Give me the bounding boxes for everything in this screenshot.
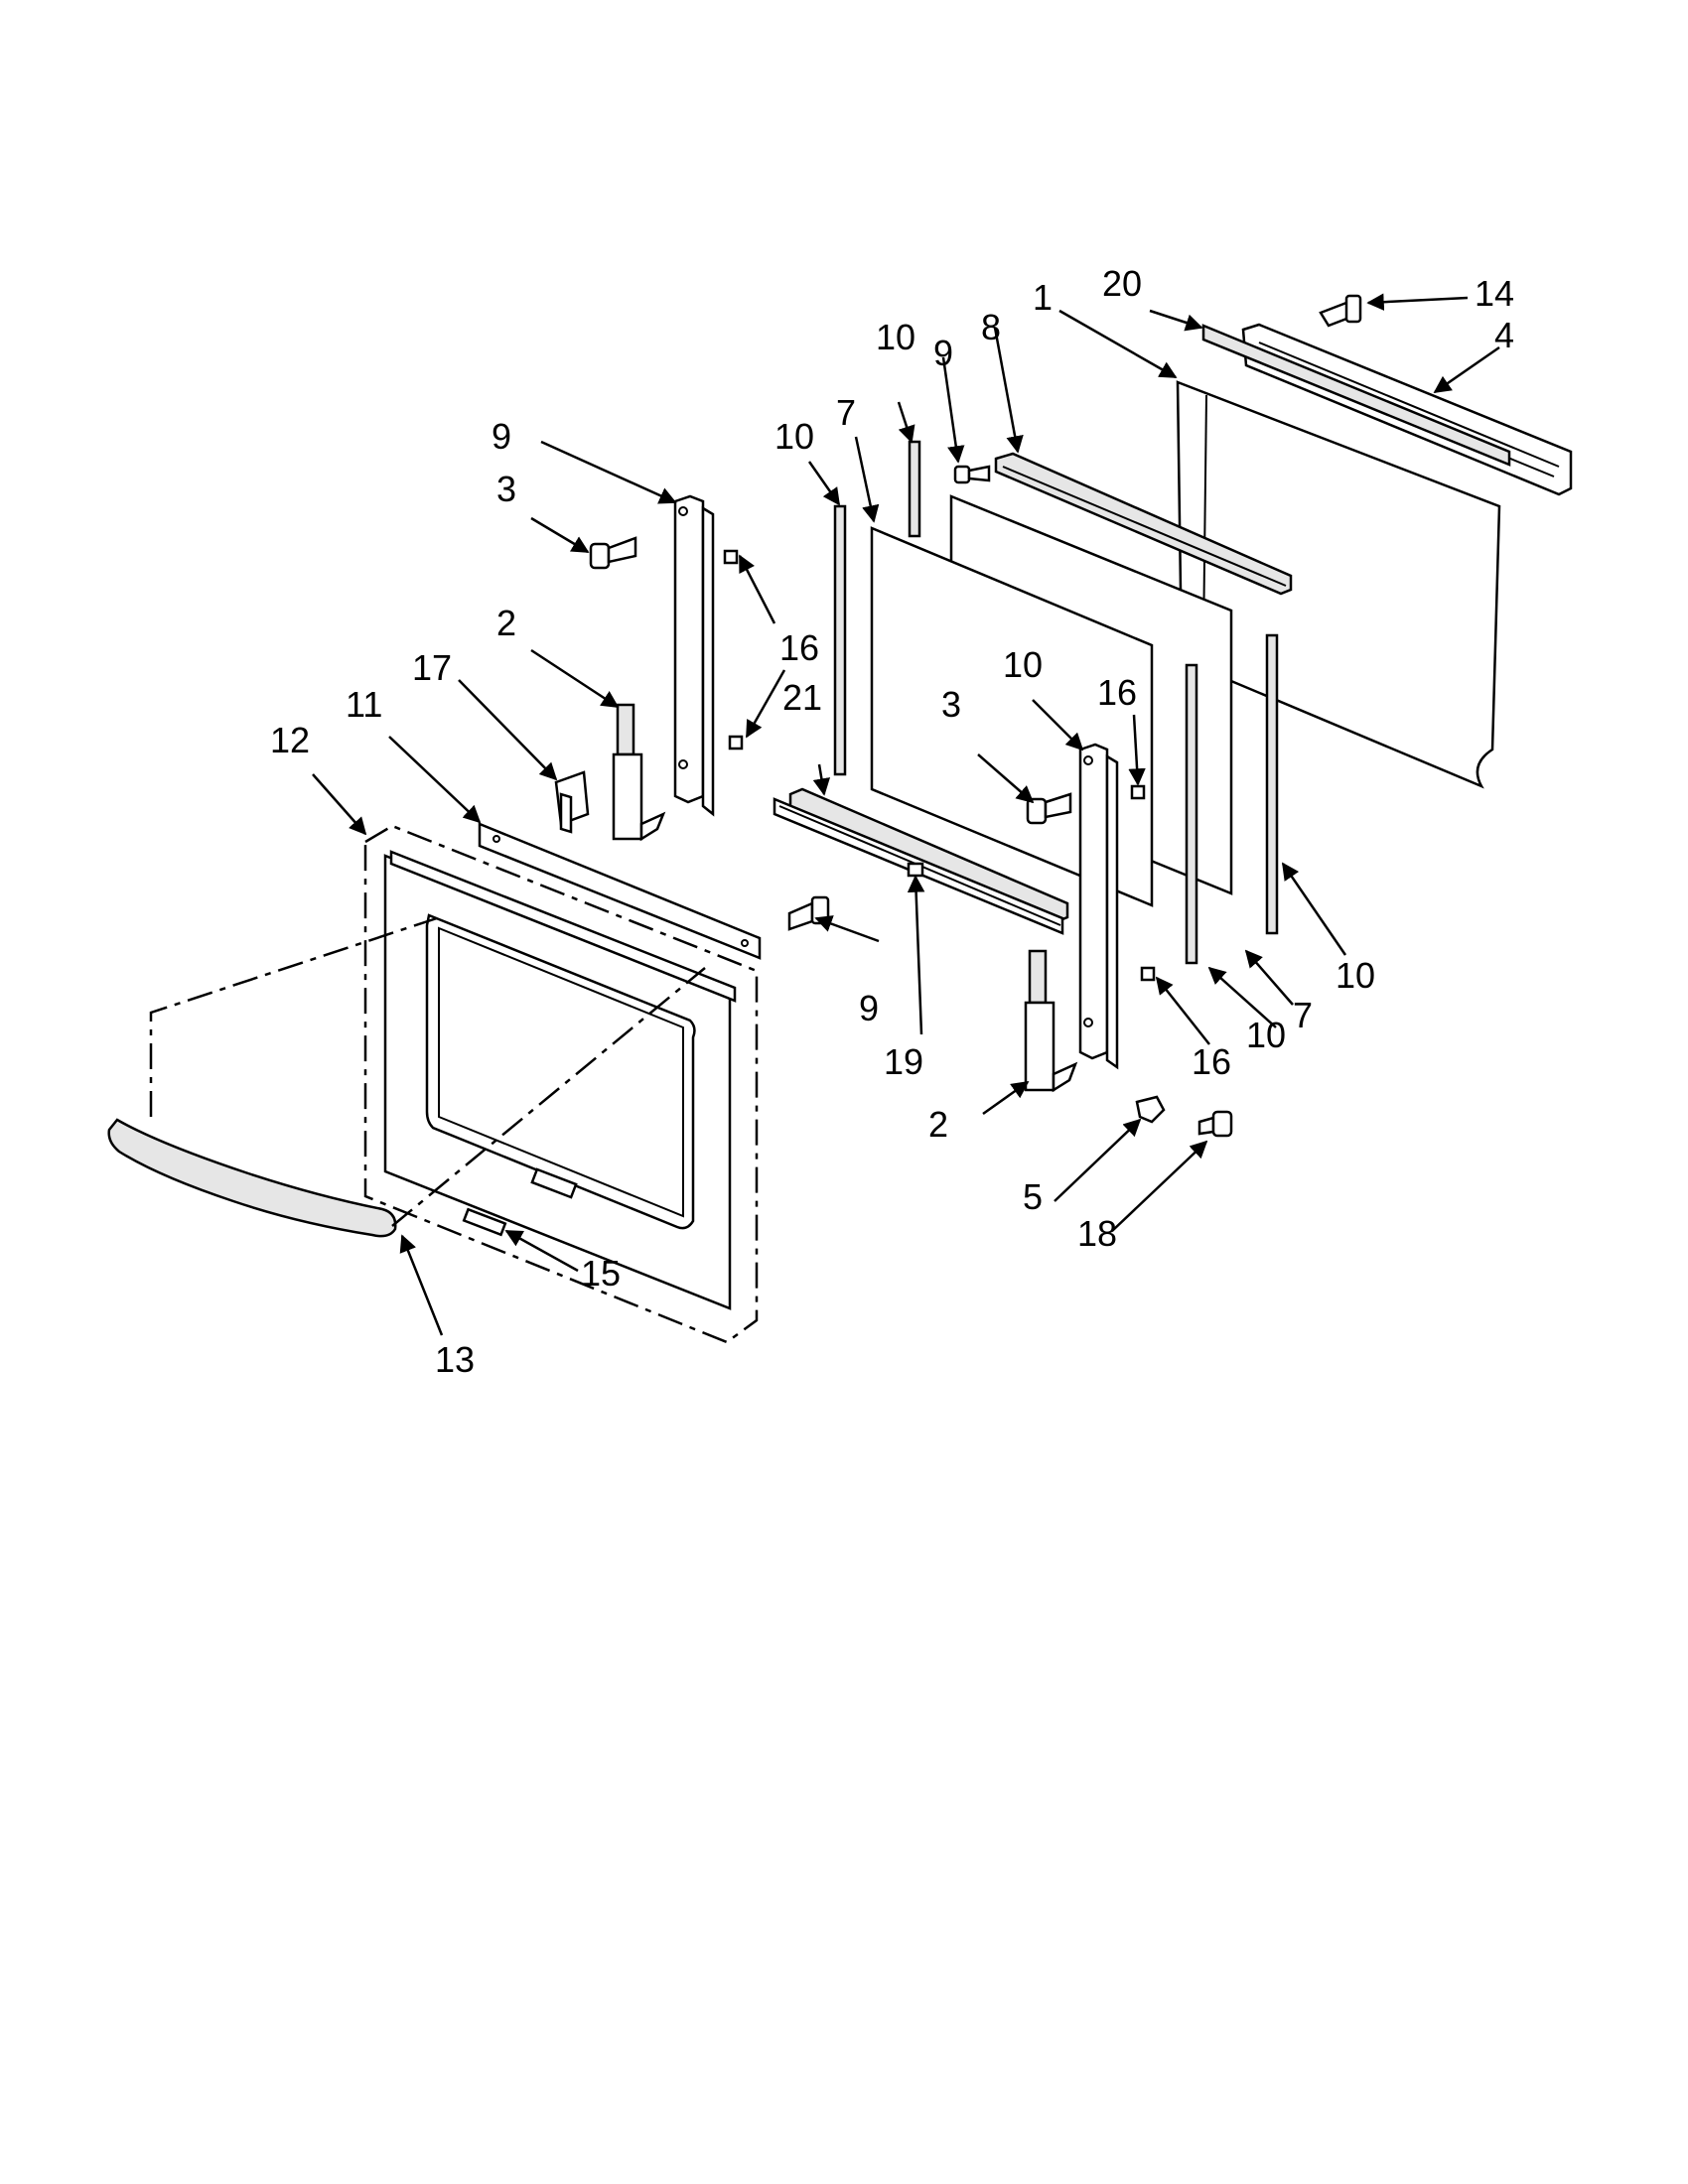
spacer-part-19 (907, 862, 924, 878)
handle-mount-line-left (149, 916, 438, 1117)
callout-16-left: 16 (779, 627, 819, 668)
hinge-receiver-part-9-left (673, 494, 715, 817)
leader-lines (312, 293, 1500, 1336)
callout-7-right: 7 (1293, 995, 1313, 1035)
callout-1: 1 (1033, 277, 1053, 318)
callout-8-top: 9 (933, 333, 953, 373)
clip-part-16-right-lower (1140, 966, 1156, 982)
top-glass-bracket-part-6 (994, 452, 1293, 596)
latch-part-5 (1135, 1095, 1166, 1124)
hinge-part-2-left (612, 703, 666, 842)
screw-part-8-top (953, 465, 991, 484)
hinge-receiver-part-9-right (1078, 743, 1119, 1070)
callout-10-right-bottom: 10 (1246, 1015, 1286, 1055)
callout-16-right-top: 16 (1097, 672, 1137, 713)
door-assembly-outline (363, 824, 759, 1344)
callout-12: 12 (270, 720, 310, 760)
callouts: 1 20 14 4 8 9 10 7 10 9 3 16 21 2 17 11 … (270, 263, 1514, 1380)
callout-17: 17 (412, 647, 452, 688)
screw-part-8-bottom (787, 895, 830, 931)
callout-3-right: 3 (941, 684, 961, 725)
clip-part-16-left-upper (723, 549, 739, 565)
gasket-strip-part-10-a (833, 504, 847, 776)
door-handle-part-13 (107, 1118, 397, 1238)
callout-10-left: 10 (774, 416, 814, 457)
callout-2-left: 2 (496, 603, 516, 643)
gasket-strip-part-10-d (1265, 633, 1279, 935)
callout-7-top: 7 (836, 392, 856, 433)
callout-6: 8 (981, 307, 1001, 347)
screw-part-3-left (589, 536, 637, 570)
callout-9-right: 10 (1003, 644, 1043, 685)
callout-20: 20 (1102, 263, 1142, 304)
callout-19: 19 (884, 1041, 923, 1082)
callout-11: 11 (346, 684, 382, 725)
gasket-strip-part-10-c (1185, 663, 1198, 965)
badge-part-15 (462, 1207, 507, 1237)
callout-3-left: 3 (496, 469, 516, 509)
clip-part-16-right-upper (1130, 784, 1146, 800)
callout-9-left: 9 (492, 416, 511, 457)
callout-4: 4 (1494, 315, 1514, 355)
callout-5: 5 (1023, 1176, 1043, 1217)
door-strip-part-11 (478, 822, 762, 960)
callout-8-bottom: 9 (859, 988, 879, 1028)
handle-mount-line-right (391, 967, 706, 1227)
callout-15: 15 (581, 1253, 621, 1294)
gasket-strip-part-10-b (908, 440, 921, 538)
callout-10-top: 10 (876, 317, 915, 357)
screw-part-18 (1197, 1110, 1233, 1138)
screw-part-3-right (1026, 792, 1072, 825)
callout-16-right-bottom: 16 (1192, 1041, 1231, 1082)
bracket-part-17 (554, 770, 590, 834)
door-outer-panel-part-12 (383, 850, 737, 1310)
clip-part-16-left-lower (728, 735, 744, 751)
callout-14: 14 (1475, 273, 1514, 314)
hinge-part-2-right (1024, 949, 1078, 1093)
callout-10-right: 10 (1336, 955, 1375, 996)
callout-13: 13 (435, 1339, 475, 1380)
callout-21: 21 (782, 677, 822, 718)
callout-18: 18 (1077, 1213, 1117, 1254)
screw-part-14 (1319, 294, 1362, 328)
top-channel-part-20 (1201, 324, 1511, 467)
outer-glass-panel-part-1 (1176, 380, 1501, 789)
callout-2-right: 2 (928, 1104, 948, 1145)
